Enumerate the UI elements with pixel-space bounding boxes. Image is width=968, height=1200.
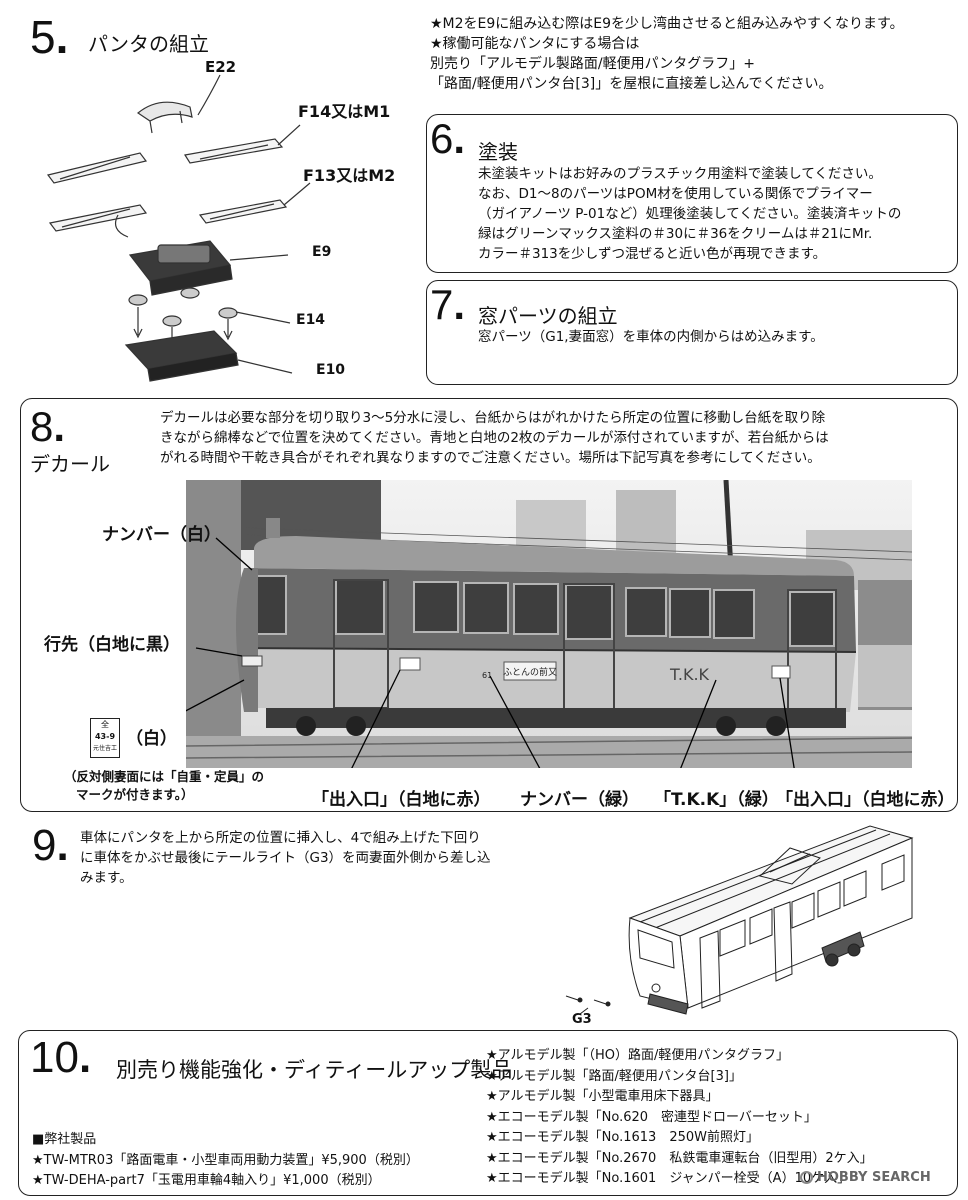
car-number: 61: [482, 671, 492, 680]
callout-tkk: 「T.K.K」（緑）: [654, 790, 779, 810]
badge-bottom: 元住吉工: [92, 745, 117, 752]
tram-photo: ふとんの前又 61 T.K.K: [186, 480, 912, 768]
callout-destination: 行先（白地に黒）: [44, 635, 180, 655]
own-products: ■弊社製品 ★TW-MTR03「路面電車・小型車両用動力装置」¥5,900（税別…: [32, 1132, 419, 1188]
step8-number: 8.: [30, 403, 66, 450]
mark-note: （反対側妻面には「自重・定員」の マークが付きます。）: [64, 769, 265, 802]
step8-box: [20, 398, 958, 812]
step7-body: 窓パーツ（G1,妻面窓）を車体の内側からはめ込みます。: [478, 329, 824, 345]
step6-title: 塗装: [478, 140, 518, 164]
banner-text: ふとんの前又: [503, 666, 557, 678]
other-products: ★アルモデル製「（HO）路面/軽便用パンタグラフ」 ★アルモデル製「路面/軽便用…: [486, 1048, 873, 1186]
label-f14: F14又はM1: [298, 102, 391, 121]
badge-middle: 43-9: [94, 732, 116, 741]
step8-body: デカールは必要な部分を切り取り3～5分水に浸し、台紙からはがれかけたら所定の位置…: [160, 410, 829, 466]
step7-title: 窓パーツの組立: [478, 304, 618, 328]
step9-number: 9.: [32, 821, 69, 870]
step6-box: [426, 114, 958, 273]
callout-number-white: ナンバー（白）: [102, 525, 221, 545]
label-f13: F13又はM2: [303, 166, 396, 185]
step5-number: 5.: [30, 11, 69, 63]
step6-number: 6.: [430, 115, 466, 162]
tram-assembly-drawing: [565, 825, 914, 1015]
step5-notes: ★M2をE9に組み込む際はE9を少し湾曲させると組み込みやすくなります。 ★稼働…: [430, 16, 904, 92]
callout-number-green: ナンバー（緑）: [520, 790, 639, 810]
label-e10: E10: [316, 362, 346, 378]
watermark: HOBBY SEARCH: [800, 1170, 931, 1185]
pantograph-exploded-diagram: [46, 74, 311, 382]
step6-body: 未塗装キットはお好みのプラスチック用塗料で塗装してください。 なお、D1～8のパ…: [478, 166, 902, 262]
step7-box: [426, 280, 958, 385]
step7-number: 7.: [430, 281, 466, 328]
step10-number: 10.: [30, 1033, 92, 1082]
step9-body: 車体にパンタを上から所定の位置に挿入し、4で組み上げた下回り に車体をかぶせ最後…: [80, 830, 491, 886]
label-e14: E14: [296, 312, 326, 328]
step10-box: [18, 1030, 958, 1196]
callout-door-right: 「出入口」（白地に赤）: [776, 790, 955, 810]
watermark-logo-icon: [800, 1171, 813, 1184]
step5-title: パンタの組立: [88, 32, 209, 56]
callout-mark-white: （白）: [126, 729, 177, 749]
label-e9: E9: [312, 244, 332, 260]
label-g3: G3: [572, 1012, 592, 1027]
tkk-lettering: T.K.K: [669, 665, 710, 684]
callout-door-left: 「出入口」（白地に赤）: [312, 790, 491, 810]
mark-badge: 全 43-9 元住吉工: [90, 718, 120, 758]
step8-title: デカール: [30, 452, 110, 476]
label-e22: E22: [205, 58, 237, 76]
step10-title: 別売り機能強化・ディティールアップ製品: [116, 1059, 513, 1082]
badge-top: 全: [101, 720, 109, 729]
